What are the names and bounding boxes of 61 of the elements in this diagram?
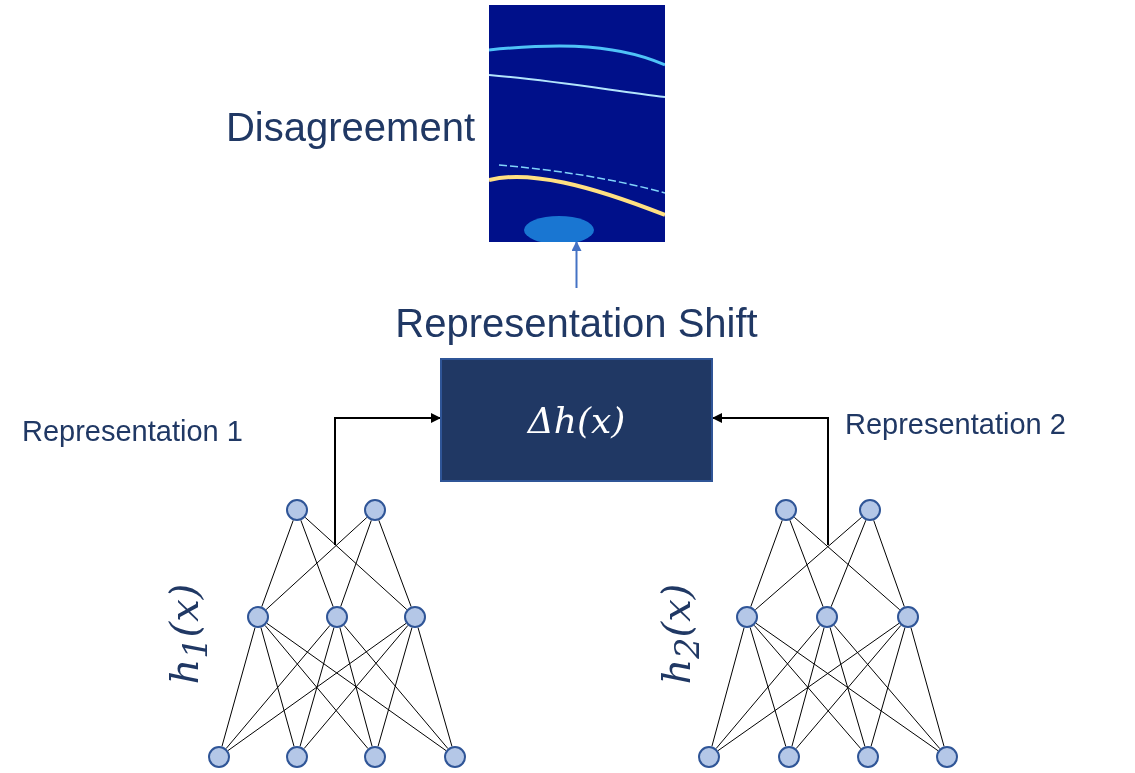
- connection-line: [717, 622, 900, 752]
- neuron-circle: [286, 746, 308, 768]
- connection-line: [829, 627, 866, 747]
- connection-line: [749, 627, 787, 747]
- connection-line: [266, 622, 447, 752]
- connection-line: [343, 624, 449, 750]
- neuron-circle: [208, 746, 230, 768]
- connection-line: [753, 624, 862, 750]
- arrow: [334, 413, 441, 546]
- picture-caption: Disagreement: [226, 105, 475, 150]
- process-box: Δh(x): [440, 358, 713, 482]
- connection-line: [910, 627, 945, 747]
- box-heading: Representation Shift: [394, 300, 759, 347]
- neuron-circle: [444, 746, 466, 768]
- connection-line: [754, 516, 863, 611]
- neuron-circle: [247, 606, 269, 628]
- connection-line: [304, 516, 408, 611]
- connection-line: [791, 627, 825, 747]
- connection-line: [750, 519, 783, 608]
- arrow: [571, 241, 582, 289]
- neuron-circle: [364, 499, 386, 521]
- heatmap-picture: [489, 5, 665, 242]
- neuron-circle: [859, 499, 881, 521]
- neuron-circle: [326, 606, 348, 628]
- connection-line: [711, 627, 745, 747]
- connection-line: [830, 519, 867, 608]
- connection-line: [833, 624, 941, 750]
- connection-line: [265, 516, 368, 611]
- connection-line: [300, 519, 334, 608]
- connection-line: [377, 627, 413, 747]
- neuron-circle: [857, 746, 879, 768]
- connection-line: [873, 519, 905, 608]
- connection-line: [789, 519, 824, 608]
- connection-line: [378, 519, 412, 608]
- connection-line: [260, 627, 295, 747]
- connection-line: [340, 519, 372, 608]
- connection-line: [870, 627, 906, 747]
- arrow: [712, 413, 829, 546]
- connection-line: [793, 516, 901, 611]
- connection-line: [221, 627, 256, 747]
- neuron-circle: [778, 746, 800, 768]
- connection-line: [339, 627, 373, 747]
- neuron-circle: [936, 746, 958, 768]
- neuron-circle: [775, 499, 797, 521]
- connection-line: [755, 622, 939, 752]
- neuron-circle: [897, 606, 919, 628]
- neuron-circle: [736, 606, 758, 628]
- neuron-circle: [816, 606, 838, 628]
- connection-line: [417, 627, 453, 747]
- neuron-circle: [404, 606, 426, 628]
- connection-line: [303, 624, 409, 750]
- neuron-circle: [364, 746, 386, 768]
- connection-line: [225, 624, 331, 750]
- connection-line: [227, 622, 407, 752]
- connection-line: [715, 624, 821, 750]
- connection-line: [795, 624, 902, 750]
- neuron-circle: [286, 499, 308, 521]
- connection-line: [261, 519, 294, 608]
- connection-line: [299, 627, 335, 747]
- neuron-circle: [698, 746, 720, 768]
- connection-line: [264, 624, 369, 750]
